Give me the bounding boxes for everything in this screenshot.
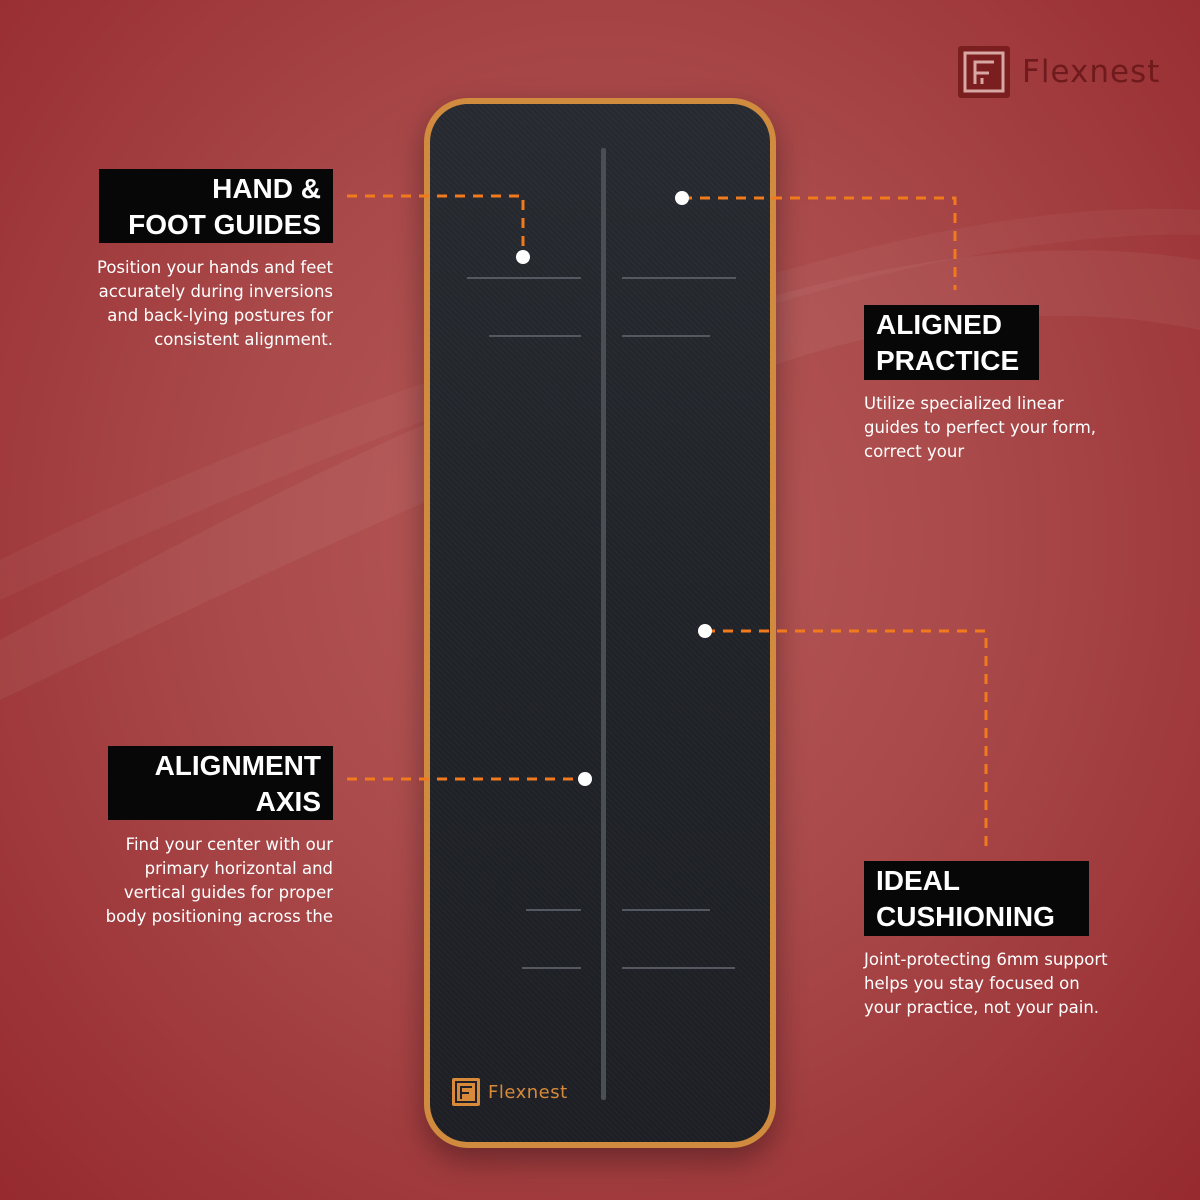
desc-line: Utilize specialized linear [864,394,1064,413]
desc-line: and back-lying postures for [107,306,333,325]
desc-line: helps you stay focused on [864,974,1080,993]
foot-guide-left-bottom [522,967,581,969]
ideal-cushioning-description: Joint-protecting 6mm support helps you s… [864,948,1174,1020]
aligned-practice-title: ALIGNED PRACTICE [864,305,1039,380]
hand-foot-guides-title-line2: FOOT GUIDES [128,209,321,240]
desc-line: your practice, not your pain. [864,998,1100,1017]
ideal-cushioning-title-line1: IDEAL [876,865,960,896]
hand-foot-guides-description: Position your hands and feet accurately … [33,256,333,352]
flexnest-logo-icon [958,46,1010,98]
mat-brand: Flexnest [452,1078,568,1106]
foot-guide-left-top [526,909,581,911]
alignment-axis-description: Find your center with our primary horizo… [33,833,333,929]
desc-line: vertical guides for proper [123,883,333,902]
desc-line: Joint-protecting 6mm support [864,950,1108,969]
brand-header: Flexnest [958,46,1160,98]
alignment-axis-title-line1: ALIGNMENT [154,750,321,781]
hand-foot-guides-title: HAND & FOOT GUIDES [99,169,333,243]
yoga-mat: Flexnest [424,98,776,1148]
aligned-practice-title-line1: ALIGNED [876,309,1002,340]
brand-name: Flexnest [1022,54,1161,90]
mat-surface: Flexnest [430,104,770,1142]
mat-logo-icon [452,1078,480,1106]
hand-foot-guides-title-line1: HAND & [212,173,321,204]
hand-guide-left-top [467,277,581,279]
aligned-practice-description: Utilize specialized linear guides to per… [864,392,1164,464]
mat-brand-name: Flexnest [488,1081,568,1103]
foot-guide-right-bottom [622,967,735,969]
hand-guide-right-top [622,277,736,279]
hand-guide-right-bottom [622,335,710,337]
ideal-cushioning-title-line2: CUSHIONING [876,901,1055,932]
desc-line: correct your [864,442,965,461]
alignment-axis-title-line2: AXIS [255,786,321,817]
aligned-practice-title-line2: PRACTICE [876,345,1020,376]
alignment-axis-title: ALIGNMENT AXIS [108,746,333,820]
desc-line: Find your center with our [125,835,333,854]
desc-line: Position your hands and feet [96,258,333,277]
ideal-cushioning-title: IDEAL CUSHIONING [864,861,1089,936]
desc-line: accurately during inversions [98,282,333,301]
desc-line: primary horizontal and [144,859,333,878]
desc-line: consistent alignment. [154,330,333,349]
desc-line: guides to perfect your form, [864,418,1097,437]
foot-guide-right-top [622,909,710,911]
alignment-axis-line [601,148,606,1100]
hand-guide-left-bottom [489,335,581,337]
desc-line: body positioning across the [105,907,333,926]
